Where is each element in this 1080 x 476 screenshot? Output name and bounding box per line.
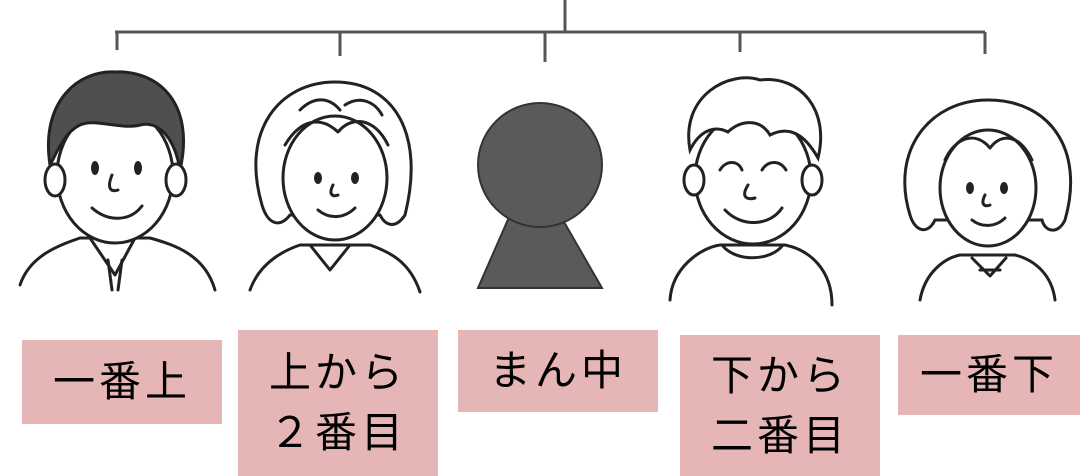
label-eldest: 一番上 bbox=[22, 340, 222, 424]
youngest-girl-figure bbox=[903, 98, 1073, 302]
label-second-from-bottom: 下から 二番目 bbox=[680, 335, 880, 476]
second-girl-figure bbox=[248, 80, 422, 294]
label-second-from-top: 上から ２番目 bbox=[238, 330, 438, 476]
fourth-boy-figure bbox=[668, 76, 834, 307]
label-youngest: 一番下 bbox=[898, 335, 1080, 415]
middle-silhouette-figure bbox=[476, 102, 604, 289]
eldest-boy-figure bbox=[18, 70, 217, 292]
label-middle: まん中 bbox=[458, 330, 658, 412]
sibling-connector bbox=[115, 0, 987, 62]
